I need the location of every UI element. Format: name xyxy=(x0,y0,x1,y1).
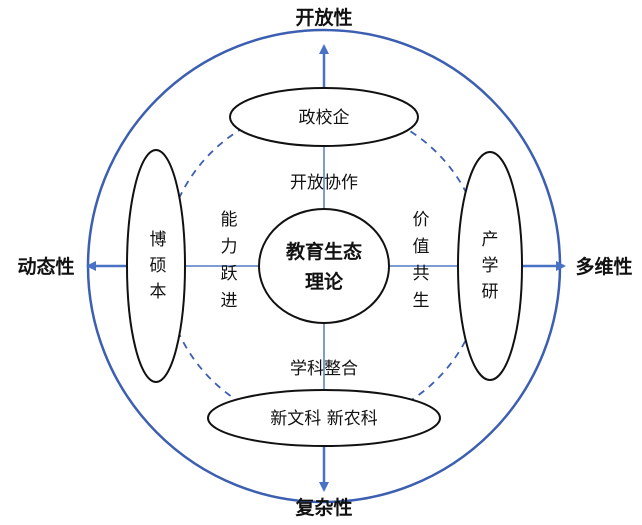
middle-left-char: 进 xyxy=(221,291,238,311)
oval-right xyxy=(457,151,523,381)
label-oval-bottom: 新文科 新农科 xyxy=(270,409,377,429)
oval-left-char: 本 xyxy=(150,282,167,302)
middle-left-char: 能 xyxy=(221,210,238,230)
label-oval-left: 博硕本 xyxy=(150,230,167,302)
oval-bottom xyxy=(207,389,441,447)
oval-right-char: 产 xyxy=(482,230,499,250)
middle-left-char: 跃 xyxy=(221,264,238,284)
middle-left-char: 力 xyxy=(221,237,238,257)
label-middle-bottom: 学科整合 xyxy=(290,359,358,379)
middle-right-char: 共 xyxy=(413,264,430,284)
label-outer-left: 动态性 xyxy=(17,255,74,278)
label-core-line2: 理论 xyxy=(305,270,344,293)
oval-left xyxy=(126,149,186,383)
oval-top xyxy=(229,87,419,147)
oval-left-char: 硕 xyxy=(150,256,167,276)
label-outer-right: 多维性 xyxy=(575,255,632,278)
oval-right-char: 学 xyxy=(482,256,499,276)
middle-right-char: 值 xyxy=(413,237,430,257)
label-middle-top: 开放协作 xyxy=(290,173,358,193)
core-circle xyxy=(258,208,390,324)
label-core-line1: 教育生态 xyxy=(286,240,362,263)
label-oval-right: 产学研 xyxy=(482,230,499,302)
label-outer-bottom: 复杂性 xyxy=(294,496,352,519)
middle-right-char: 生 xyxy=(413,291,430,311)
oval-right-char: 研 xyxy=(482,282,499,302)
label-oval-top: 政校企 xyxy=(299,108,350,128)
label-outer-top: 开放性 xyxy=(295,6,352,29)
middle-right-char: 价 xyxy=(413,210,430,230)
oval-left-char: 博 xyxy=(150,230,167,250)
